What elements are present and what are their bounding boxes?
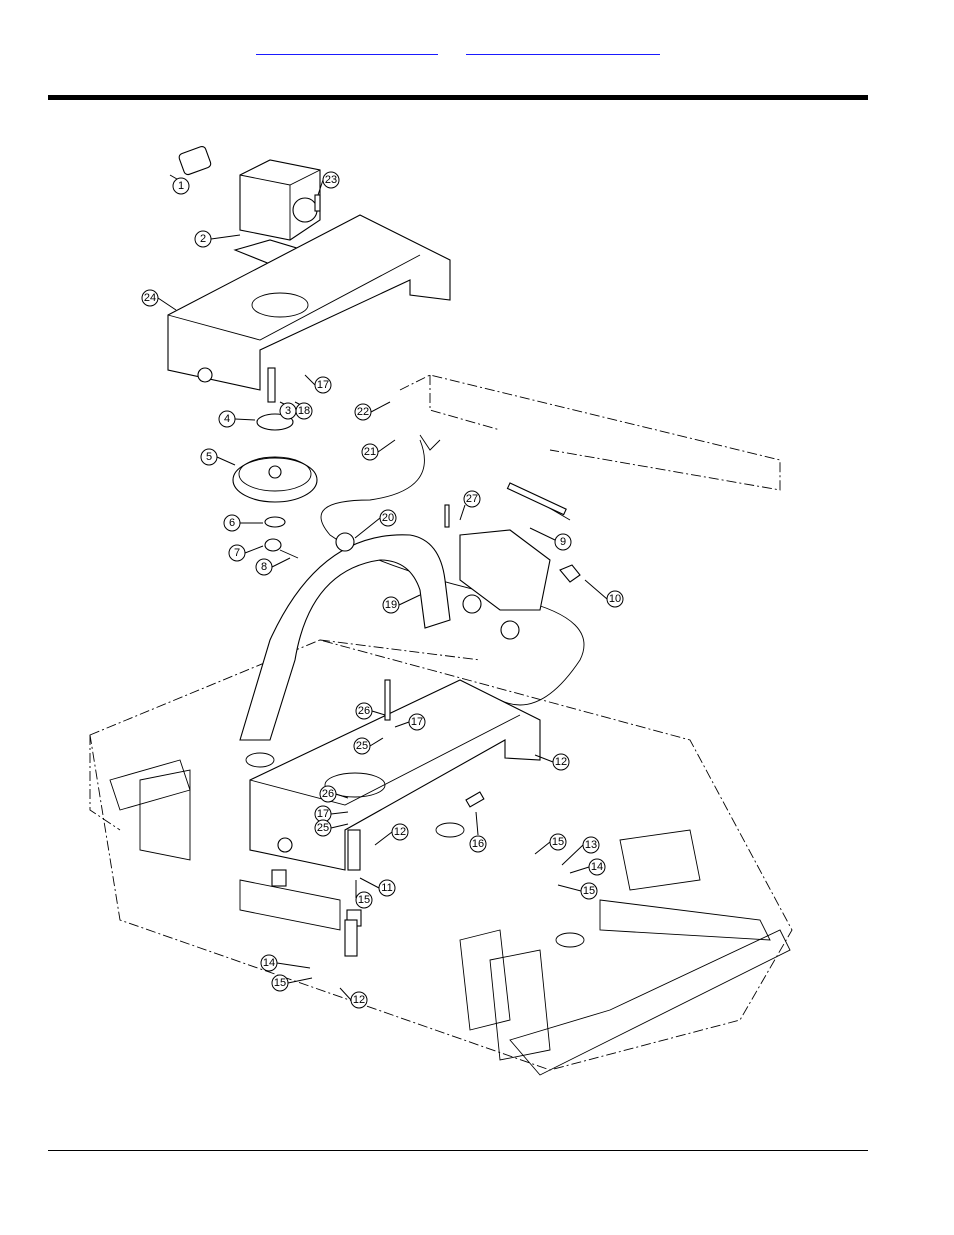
callout-number: 3	[285, 405, 291, 417]
callout-number: 22	[357, 406, 369, 418]
callout-22: 22	[355, 404, 371, 420]
callout-number: 9	[560, 536, 566, 548]
header-rule	[48, 95, 868, 100]
callout-6: 6	[224, 515, 240, 531]
callout-4: 4	[219, 411, 235, 427]
callout-number: 17	[411, 716, 423, 728]
nav-link-2[interactable]	[466, 38, 660, 55]
callout-number: 5	[206, 451, 212, 463]
callout-25: 25	[315, 820, 331, 836]
callout-9: 9	[555, 534, 571, 550]
callout-number: 17	[317, 379, 329, 391]
callout-21: 21	[362, 444, 378, 460]
nav-link-1[interactable]	[256, 38, 438, 55]
callout-24: 24	[142, 290, 158, 306]
callout-number: 26	[322, 788, 334, 800]
callout-15: 15	[272, 975, 288, 991]
callout-12: 12	[392, 824, 408, 840]
callout-23: 23	[323, 172, 339, 188]
callout-number: 13	[585, 839, 597, 851]
callout-27: 27	[464, 491, 480, 507]
lower-mount-plate	[250, 680, 540, 956]
callout-number: 1	[178, 180, 184, 192]
callout-14: 14	[261, 955, 277, 971]
callout-number: 10	[609, 593, 621, 605]
callout-14: 14	[589, 859, 605, 875]
callout-10: 10	[607, 591, 623, 607]
callout-2: 2	[195, 231, 211, 247]
callout-number: 17	[317, 808, 329, 820]
callout-15: 15	[356, 892, 372, 908]
callout-13: 13	[583, 837, 599, 853]
callout-number: 27	[466, 493, 478, 505]
hitch-frame	[400, 375, 780, 520]
callout-number: 24	[144, 292, 156, 304]
callout-number: 7	[234, 547, 240, 559]
callout-number: 15	[552, 836, 564, 848]
callout-7: 7	[229, 545, 245, 561]
pulley-stack	[233, 368, 317, 558]
callout-number: 25	[356, 740, 368, 752]
callout-5: 5	[201, 449, 217, 465]
callout-25: 25	[354, 738, 370, 754]
callout-number: 12	[353, 994, 365, 1006]
callout-20: 20	[380, 510, 396, 526]
callout-26: 26	[356, 703, 372, 719]
callout-11: 11	[379, 880, 395, 896]
callout-number: 16	[472, 838, 484, 850]
callout-12: 12	[351, 992, 367, 1008]
callout-number: 25	[317, 822, 329, 834]
callout-number: 21	[364, 446, 376, 458]
callout-number: 6	[229, 517, 235, 529]
footer-rule	[48, 1150, 868, 1151]
callout-number: 23	[325, 174, 337, 186]
callout-number: 8	[261, 561, 267, 573]
callout-number: 18	[298, 405, 310, 417]
callout-number: 12	[394, 826, 406, 838]
callout-18: 18	[296, 403, 312, 419]
callout-26: 26	[320, 786, 336, 802]
callout-3: 3	[280, 403, 296, 419]
callout-number: 20	[382, 512, 394, 524]
callout-number: 15	[583, 885, 595, 897]
callout-15: 15	[550, 834, 566, 850]
callout-number: 15	[274, 977, 286, 989]
callout-16: 16	[470, 836, 486, 852]
callout-number: 19	[385, 599, 397, 611]
callout-number: 15	[358, 894, 370, 906]
callout-number: 14	[263, 957, 275, 969]
callout-number: 12	[555, 756, 567, 768]
callout-8: 8	[256, 559, 272, 575]
callout-number: 26	[358, 705, 370, 717]
callout-12: 12	[553, 754, 569, 770]
callout-19: 19	[383, 597, 399, 613]
callout-1: 1	[173, 178, 189, 194]
callout-number: 14	[591, 861, 603, 873]
callout-number: 4	[224, 413, 230, 425]
callout-number: 2	[200, 233, 206, 245]
callout-17: 17	[409, 714, 425, 730]
callout-15: 15	[581, 883, 597, 899]
callout-17: 17	[315, 377, 331, 393]
callout-number: 11	[381, 882, 392, 894]
